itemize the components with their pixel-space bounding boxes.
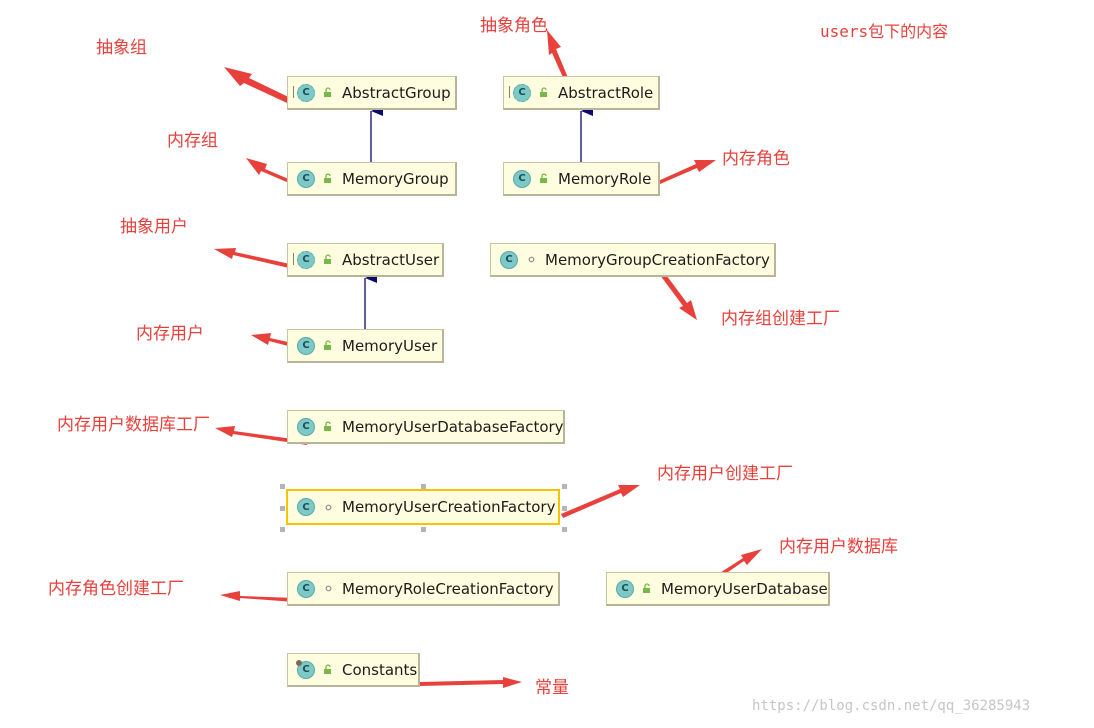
selection-handle-br[interactable] (562, 527, 567, 532)
class-name: MemoryGroup (342, 169, 449, 188)
class-node-abstract-group[interactable]: C AbstractGroup (287, 76, 457, 110)
class-name: MemoryUserDatabaseFactory (342, 417, 564, 436)
public-lock-icon (540, 87, 547, 97)
class-name: Constants (342, 660, 418, 679)
class-node-memory-group-creation-factory[interactable]: C MemoryGroupCreationFactory (490, 243, 776, 277)
selection-handle-tc[interactable] (421, 484, 426, 489)
class-name: MemoryRole (558, 169, 652, 188)
class-icon: C (297, 417, 315, 436)
class-icon: C (616, 579, 634, 598)
annotation-arrow-memory-user (251, 333, 297, 348)
class-icon: C (513, 169, 531, 188)
package-private-dot-icon (325, 585, 332, 592)
class-icon: C (297, 579, 315, 598)
class-node-memory-user-database-factory[interactable]: C MemoryUserDatabaseFactory (287, 410, 565, 444)
abstract-class-icon: C (293, 83, 315, 102)
annotation-constants: 常量 (535, 678, 569, 698)
class-node-abstract-role[interactable]: C AbstractRole (503, 76, 660, 110)
selection-handle-tr[interactable] (562, 484, 567, 489)
class-node-abstract-user[interactable]: C AbstractUser (287, 243, 444, 277)
annotation-arrow-constants (420, 677, 522, 688)
annotation-memory-user-creation-factory: 内存用户创建工厂 (657, 464, 793, 484)
annotation-memory-group-creation-factory: 内存组创建工厂 (721, 309, 840, 329)
annotation-arrow-abstract-group (224, 67, 303, 109)
annotation-abstract-role: 抽象角色 (480, 16, 548, 36)
annotation-memory-user-database-factory: 内存用户数据库工厂 (57, 415, 210, 435)
annotation-arrow-abstract-role (547, 30, 569, 82)
class-icon: C (297, 336, 315, 355)
annotation-arrow-memory-group-creation-factory (660, 272, 697, 320)
public-lock-icon (643, 583, 650, 593)
annotation-memory-group: 内存组 (167, 131, 218, 151)
selection-handle-mr[interactable] (562, 506, 567, 511)
constant-class-icon: C (296, 659, 315, 679)
annotation-abstract-user: 抽象用户 (120, 217, 188, 237)
annotation-arrow-memory-role (658, 160, 716, 184)
annotation-memory-role-creation-factory: 内存角色创建工厂 (48, 579, 184, 599)
annotation-abstract-group: 抽象组 (96, 38, 147, 58)
class-name: MemoryUserDatabase (661, 579, 828, 598)
class-node-memory-user-database[interactable]: C MemoryUserDatabase (606, 572, 830, 606)
annotation-memory-user-database: 内存用户数据库 (779, 537, 898, 557)
class-icon: C (297, 498, 315, 516)
public-lock-icon (324, 340, 331, 350)
annotation-memory-role: 内存角色 (722, 149, 790, 169)
class-node-memory-user[interactable]: C MemoryUser (287, 329, 444, 363)
class-node-memory-role[interactable]: C MemoryRole (503, 162, 660, 196)
class-name: AbstractRole (558, 83, 654, 102)
annotation-arrow-memory-role-creation-factory (220, 591, 295, 602)
class-name: AbstractUser (342, 250, 440, 269)
public-lock-icon (324, 87, 331, 97)
selection-handle-ml[interactable] (280, 506, 285, 511)
class-name: AbstractGroup (342, 83, 451, 102)
public-lock-icon (324, 173, 331, 183)
annotation-arrow-memory-group (246, 158, 291, 183)
annotation-arrow-memory-user-database-factory (215, 426, 308, 445)
selection-handle-bl[interactable] (280, 527, 285, 532)
abstract-class-icon: C (293, 250, 315, 269)
class-node-memory-role-creation-factory[interactable]: C MemoryRoleCreationFactory (287, 572, 560, 606)
public-lock-icon (540, 173, 547, 183)
class-name: MemoryUser (342, 336, 438, 355)
package-private-dot-icon (528, 256, 535, 263)
annotation-arrow-abstract-user (214, 248, 290, 268)
watermark: https://blog.csdn.net/qq_36285943 (752, 698, 1031, 714)
class-name: MemoryRoleCreationFactory (342, 579, 554, 598)
annotation-title: users包下的内容 (820, 22, 949, 41)
public-lock-icon (324, 421, 331, 431)
annotation-arrow-memory-user-creation-factory (561, 485, 640, 518)
class-node-memory-group[interactable]: C MemoryGroup (287, 162, 457, 196)
public-lock-icon (324, 254, 331, 264)
class-icon: C (500, 250, 518, 269)
abstract-class-icon: C (509, 83, 531, 102)
class-node-constants[interactable]: C Constants (287, 653, 420, 687)
selection-handle-bc[interactable] (421, 527, 426, 532)
class-name: MemoryUserCreationFactory (342, 498, 556, 516)
public-lock-icon (324, 664, 331, 674)
selection-handle-tl[interactable] (280, 484, 285, 489)
class-icon: C (297, 169, 315, 188)
annotation-memory-user: 内存用户 (136, 324, 204, 344)
class-name: MemoryGroupCreationFactory (545, 250, 770, 269)
class-node-memory-user-creation-factory[interactable]: C MemoryUserCreationFactory (286, 489, 560, 525)
package-private-dot-icon (325, 504, 332, 510)
